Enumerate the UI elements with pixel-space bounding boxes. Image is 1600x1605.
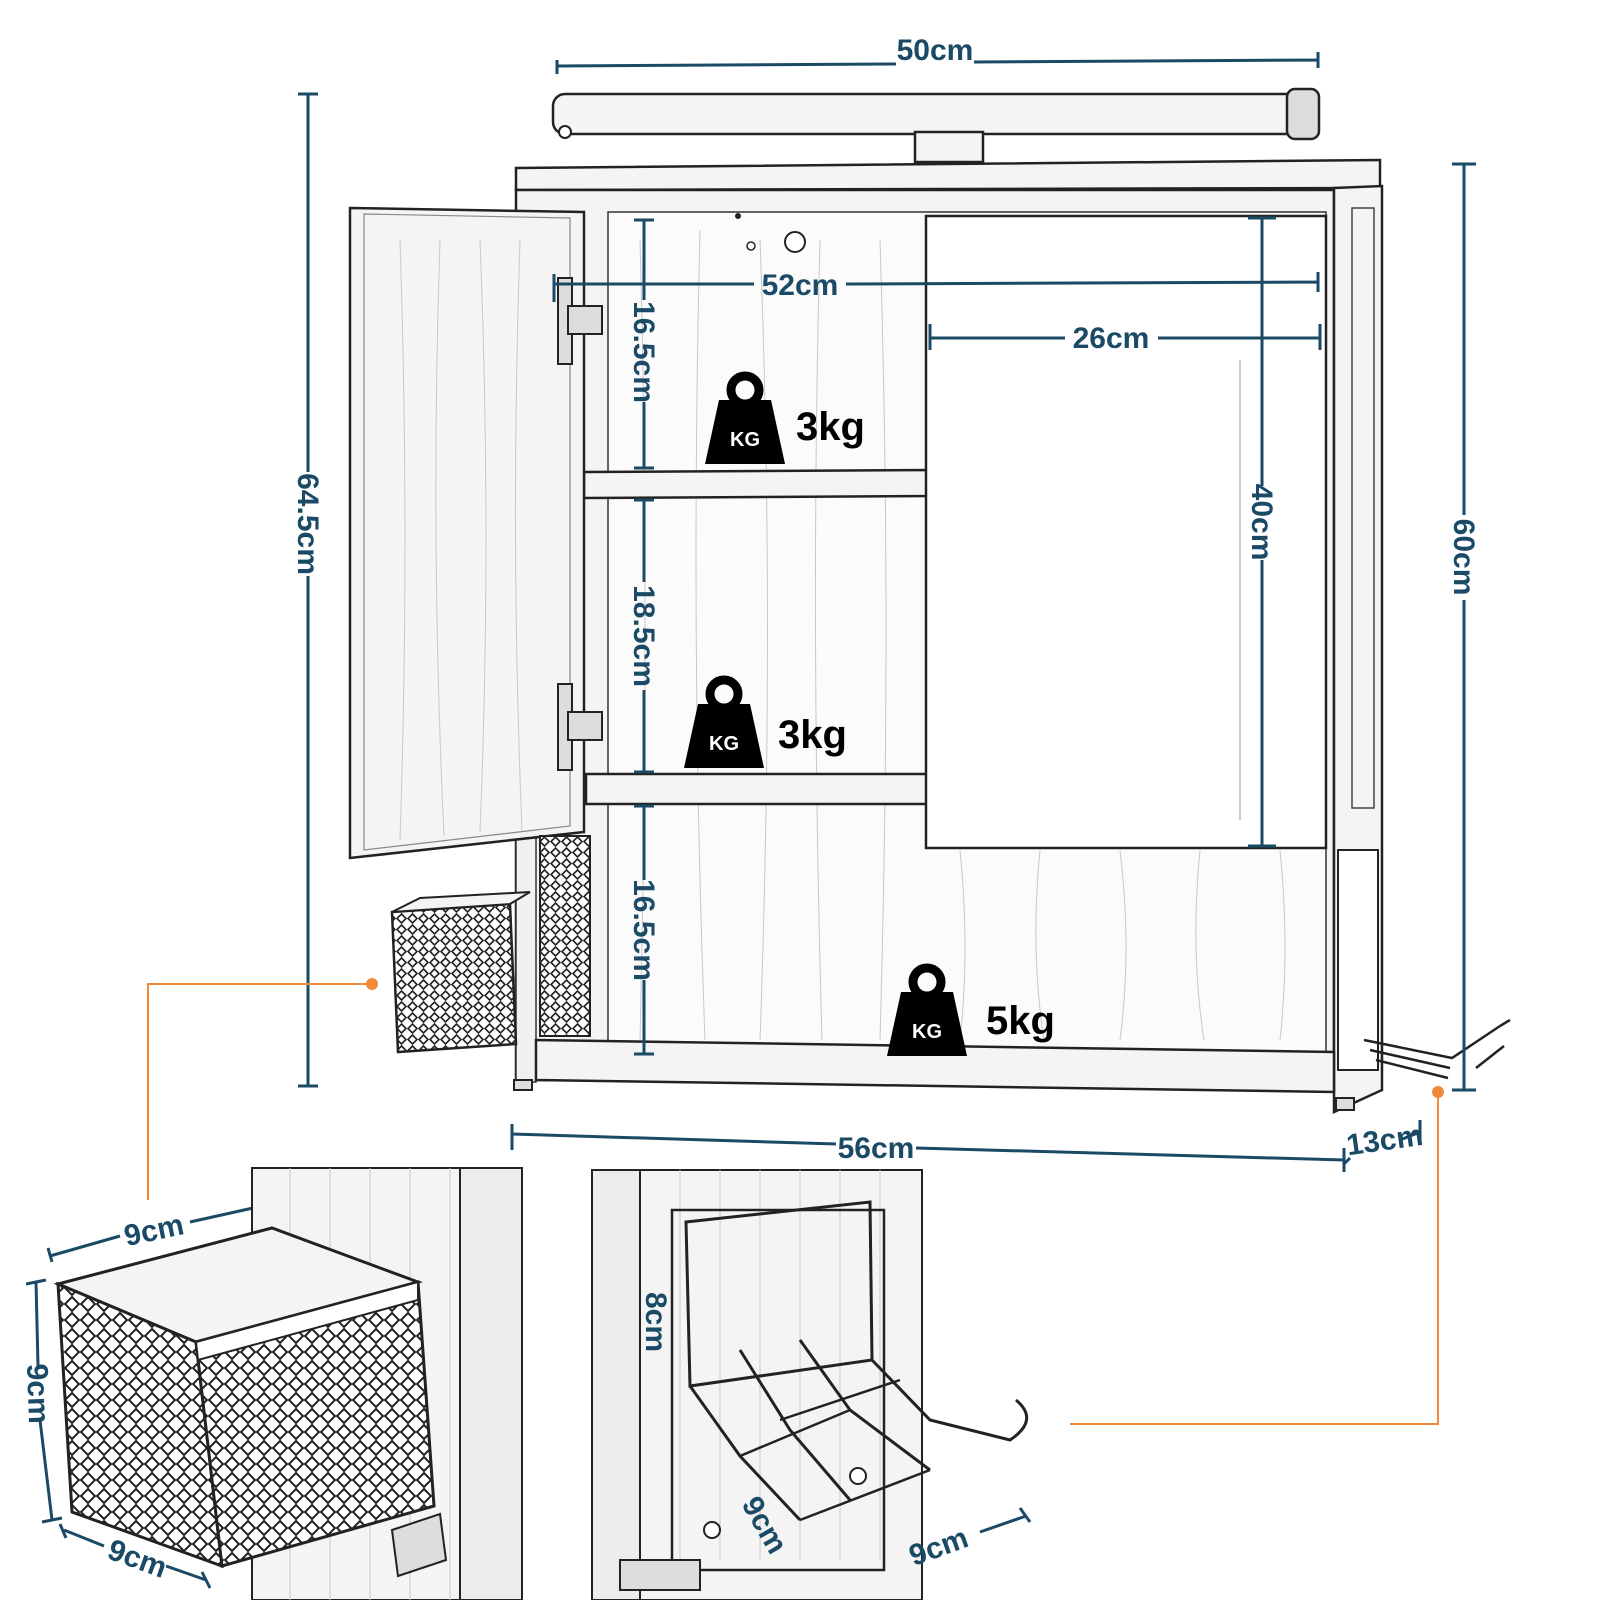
dim-shelf-width-label: 52cm <box>762 269 839 302</box>
side-hair-dryer-rack <box>1337 849 1511 1080</box>
kg-badge-label: KG <box>912 1021 942 1043</box>
dim-mirror-height-label: 40cm <box>1245 484 1278 561</box>
load-bottom-shelf: KG 5kg <box>887 968 1055 1056</box>
mirror-door <box>924 214 1328 850</box>
dim-total-height-label: 64.5cm <box>291 473 324 575</box>
dim-shelf-gap-middle-label: 18.5cm <box>627 585 660 687</box>
dim-shelf-gap-bottom-label: 16.5cm <box>627 879 660 981</box>
kg-badge-label: KG <box>709 733 739 755</box>
callout-dot-rack <box>1432 1086 1444 1098</box>
dim-base-width-label: 56cm <box>838 1132 915 1165</box>
shelf-bottom <box>534 1038 1336 1094</box>
detail-rack-view <box>591 1169 1028 1601</box>
rack-height-label: 8cm <box>639 1292 672 1352</box>
open-left-door <box>348 206 603 860</box>
basket-height-label: 9cm <box>20 1363 55 1424</box>
load-middle-shelf-label: 3kg <box>778 713 847 757</box>
dim-shelf-gap-top-label: 16.5cm <box>627 301 660 403</box>
wood-grain <box>639 229 1286 1041</box>
shelf-middle <box>584 772 930 806</box>
callout-dot-basket <box>366 978 378 990</box>
load-bottom-shelf-label: 5kg <box>986 999 1055 1043</box>
dim-top-width-label: 50cm <box>897 34 974 67</box>
callout-leaders <box>147 983 1439 1425</box>
load-top-shelf-label: 3kg <box>796 405 865 449</box>
load-middle-shelf: KG 3kg <box>684 680 847 768</box>
dim-depth-label: 13cm <box>1344 1119 1425 1162</box>
basket-width-label: 9cm <box>121 1208 187 1253</box>
side-basket <box>390 835 591 1054</box>
detail-basket-view <box>53 1167 523 1601</box>
led-light-bar <box>551 87 1321 164</box>
dim-mirror-width-label: 26cm <box>1073 322 1150 355</box>
load-top-shelf: KG 3kg <box>705 376 865 464</box>
shelf-top <box>582 468 930 500</box>
kg-badge-label: KG <box>730 429 760 451</box>
dim-cabinet-height-label: 60cm <box>1447 519 1480 596</box>
